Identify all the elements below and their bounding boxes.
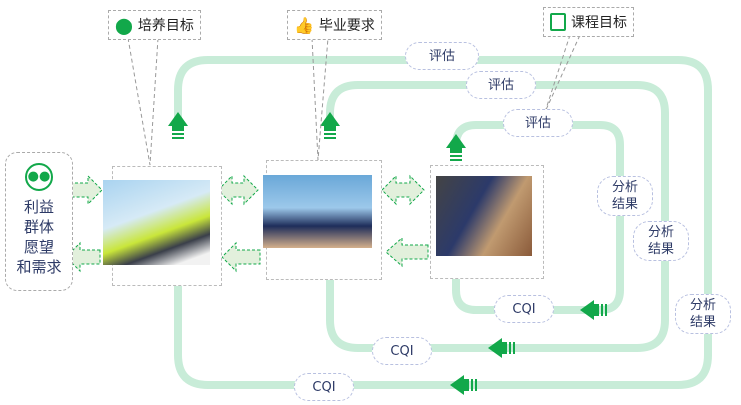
students-photo — [436, 176, 532, 256]
stakeholder-text-3: 愿望 — [23, 238, 54, 256]
middle-loop — [326, 81, 669, 352]
people-icon: ●● — [25, 163, 53, 191]
outer-cqi-label: CQI — [294, 373, 354, 401]
stakeholder-text-4: 和需求 — [16, 258, 62, 276]
left-arrow-icon — [65, 241, 101, 273]
right-arrow-icon — [69, 174, 103, 206]
outer-loop — [174, 56, 712, 389]
middle-cqi-label: CQI — [372, 337, 432, 365]
callout-label: 毕业要求 — [318, 18, 375, 34]
double-arrow-icon — [381, 174, 425, 206]
callout-course-goal: 课程目标 — [543, 7, 634, 37]
callout-label: 课程目标 — [571, 15, 627, 31]
left-arrow-icon — [488, 338, 515, 358]
callout-label: 培养目标 — [137, 18, 194, 34]
stakeholder-box: ●● 利益 群体 愿望 和需求 — [5, 152, 73, 291]
up-arrow-icon — [446, 134, 466, 161]
stakeholder-text-1: 利益 — [23, 198, 54, 216]
middle-analyze-label: 分析结果 — [633, 221, 689, 261]
thumbs-up-icon: 👍 — [294, 15, 314, 35]
analyze-text: 分析结果 — [611, 180, 638, 212]
analyze-text: 分析结果 — [647, 225, 674, 257]
callout-training-goal: ⬤ 培养目标 — [108, 10, 201, 40]
up-arrow-icon — [320, 112, 340, 139]
left-arrow-icon — [580, 300, 607, 320]
stakeholder-text-2: 群体 — [23, 218, 54, 236]
left-arrow-icon — [221, 241, 261, 273]
analyze-text: 分析结果 — [689, 298, 716, 330]
left-arrow-icon — [385, 236, 429, 268]
map-pin-icon: ⬤ — [115, 15, 133, 35]
outer-analyze-label: 分析结果 — [675, 294, 731, 334]
inner-evaluate-label: 评估 — [503, 109, 573, 137]
inner-loop — [452, 121, 624, 314]
engineers-photo — [103, 180, 210, 265]
document-icon — [550, 13, 566, 31]
double-arrow-icon — [217, 174, 259, 206]
middle-evaluate-label: 评估 — [466, 71, 536, 99]
graduates-photo — [263, 175, 372, 248]
inner-analyze-label: 分析结果 — [597, 176, 653, 216]
callout-graduation-req: 👍 毕业要求 — [287, 10, 382, 40]
up-arrow-icon — [168, 112, 188, 139]
outer-evaluate-label: 评估 — [405, 42, 479, 70]
left-arrow-icon — [450, 375, 477, 395]
inner-cqi-label: CQI — [494, 295, 554, 323]
